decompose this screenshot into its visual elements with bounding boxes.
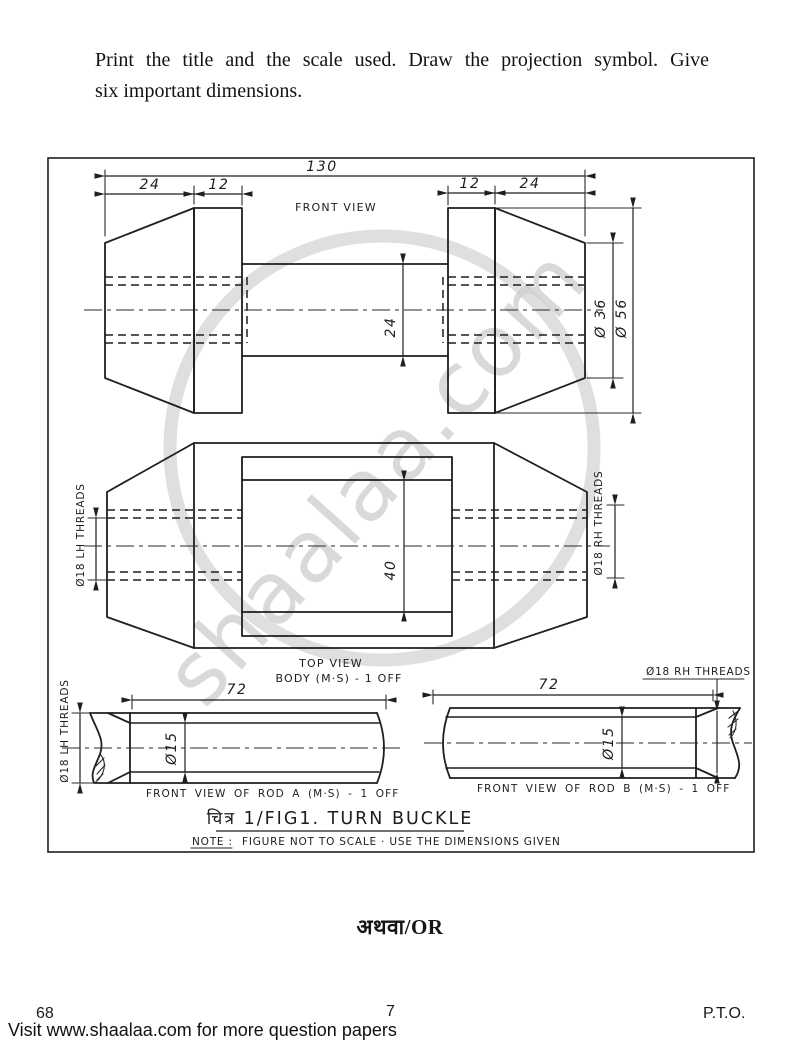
rod-a-threads-label: Ø18 LH THREADS	[59, 679, 71, 782]
rod-a-diameter: Ø15	[164, 731, 180, 766]
watermark: shaalaa.com	[146, 228, 607, 724]
dim-lh-threads-topview: Ø18 LH THREADS	[75, 483, 87, 586]
top-view-sub-label: BODY (M·S) - 1 OFF	[275, 672, 402, 685]
question-line-1: Print the title and the scale used. Draw…	[95, 49, 709, 71]
dim-diameter-36: Ø 36	[593, 298, 609, 339]
rod-a-view: 72 Ø15 Ø18 LH THREADS FRONT VIEW OF ROD …	[59, 679, 400, 800]
pto-label: P.T.O.	[703, 1005, 746, 1022]
note-label: NOTE :	[192, 836, 233, 848]
dim-right-collar: 12	[459, 176, 480, 192]
drawing-frame	[47, 157, 755, 853]
question-text: Print the title and the scale used. Draw…	[95, 45, 709, 107]
page-number-center: 7	[386, 1003, 395, 1020]
top-view-label: TOP VIEW	[298, 657, 363, 670]
rod-b-length: 72	[538, 677, 559, 693]
dim-diameter-56: Ø 56	[614, 298, 630, 339]
rod-b-caption: FRONT VIEW OF ROD B (M·S) - 1 OFF	[477, 783, 730, 795]
figure-title: चित्र 1/FIG1. TURN BUCKLE	[207, 808, 474, 832]
front-view-label: FRONT VIEW	[295, 201, 377, 214]
note-text: FIGURE NOT TO SCALE · USE THE DIMENSIONS…	[242, 836, 561, 848]
page-number-left: 68	[36, 1005, 54, 1022]
dim-rh-threads-topview: Ø18 RH THREADS	[593, 471, 605, 576]
top-view: 40 Ø18 LH THREADS Ø18 RH THREADS TOP VIE…	[75, 442, 625, 685]
watermark-ring	[163, 229, 601, 667]
front-view: 130 24 12 12 24 FRONT VIEW 24 Ø 36 Ø 56	[84, 159, 642, 424]
figure-title-text: चित्र 1/FIG1. TURN BUCKLE	[207, 808, 474, 829]
rod-a-length: 72	[226, 682, 247, 698]
rod-b-view: 72 Ø15 Ø18 RH THREADS FRONT VIEW OF ROD …	[422, 666, 752, 795]
rod-a-caption: FRONT VIEW OF ROD A (M·S) - 1 OFF	[146, 788, 399, 800]
dim-window-height: 40	[383, 559, 399, 580]
rod-b-diameter: Ø15	[601, 726, 617, 761]
dim-left-cone: 24	[139, 177, 160, 193]
figure-note: NOTE : FIGURE NOT TO SCALE · USE THE DIM…	[190, 836, 561, 849]
question-line-2: six important dimensions.	[95, 80, 303, 102]
rod-b-threads-label: Ø18 RH THREADS	[646, 666, 751, 678]
shaalaa-promo-link[interactable]: Visit www.shaalaa.com for more question …	[8, 1020, 397, 1040]
dim-left-collar: 12	[208, 177, 229, 193]
watermark-text: shaalaa.com	[146, 228, 607, 724]
dim-right-cone: 24	[519, 176, 540, 192]
dim-bar-height: 24	[383, 316, 399, 337]
dim-overall-length: 130	[306, 159, 338, 175]
or-divider: अथवा/OR	[356, 915, 444, 939]
